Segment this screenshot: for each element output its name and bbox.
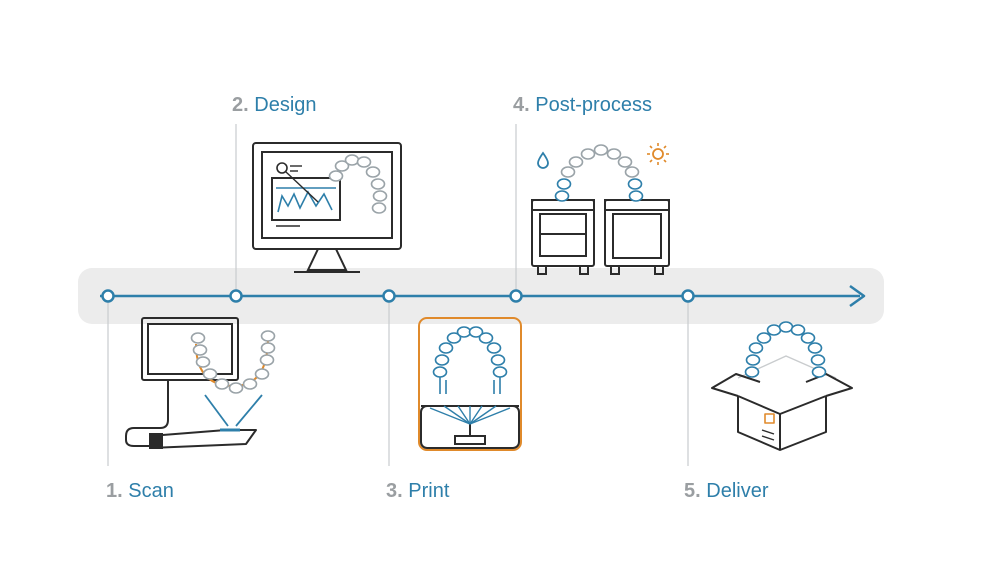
node-scan (101, 289, 115, 303)
step-number: 5. (684, 480, 701, 502)
delivery-box-icon (711, 355, 853, 451)
step-name: Print (408, 480, 450, 502)
node-deliver (681, 289, 695, 303)
step-number: 4. (513, 94, 530, 116)
monitor-design-icon (252, 142, 402, 273)
timeline-arrowhead (849, 284, 866, 308)
step-name: Scan (128, 480, 174, 502)
node-post-process (509, 289, 523, 303)
step-label-scan: 1. Scan (106, 480, 174, 503)
wash-and-cure-icon (531, 143, 670, 275)
printer-icon (418, 317, 522, 451)
timeline-nodes (101, 289, 695, 303)
node-print (382, 289, 396, 303)
post-process-teeth (554, 144, 644, 202)
step-label-print: 3. Print (386, 480, 449, 503)
step-number: 2. (232, 94, 249, 116)
design-teeth (328, 154, 388, 214)
print-teeth (432, 326, 508, 378)
step-label-design: 2. Design (232, 94, 317, 117)
step-name: Post-process (535, 94, 652, 116)
step-number: 3. (386, 480, 403, 502)
step-label-deliver: 5. Deliver (684, 480, 769, 503)
step-name: Design (254, 94, 317, 116)
connector-lines (107, 124, 689, 466)
step-name: Deliver (706, 480, 769, 502)
step-label-post-process: 4. Post-process (513, 94, 652, 117)
step-number: 1. (106, 480, 123, 502)
deliver-teeth (744, 321, 827, 378)
node-design (229, 289, 243, 303)
